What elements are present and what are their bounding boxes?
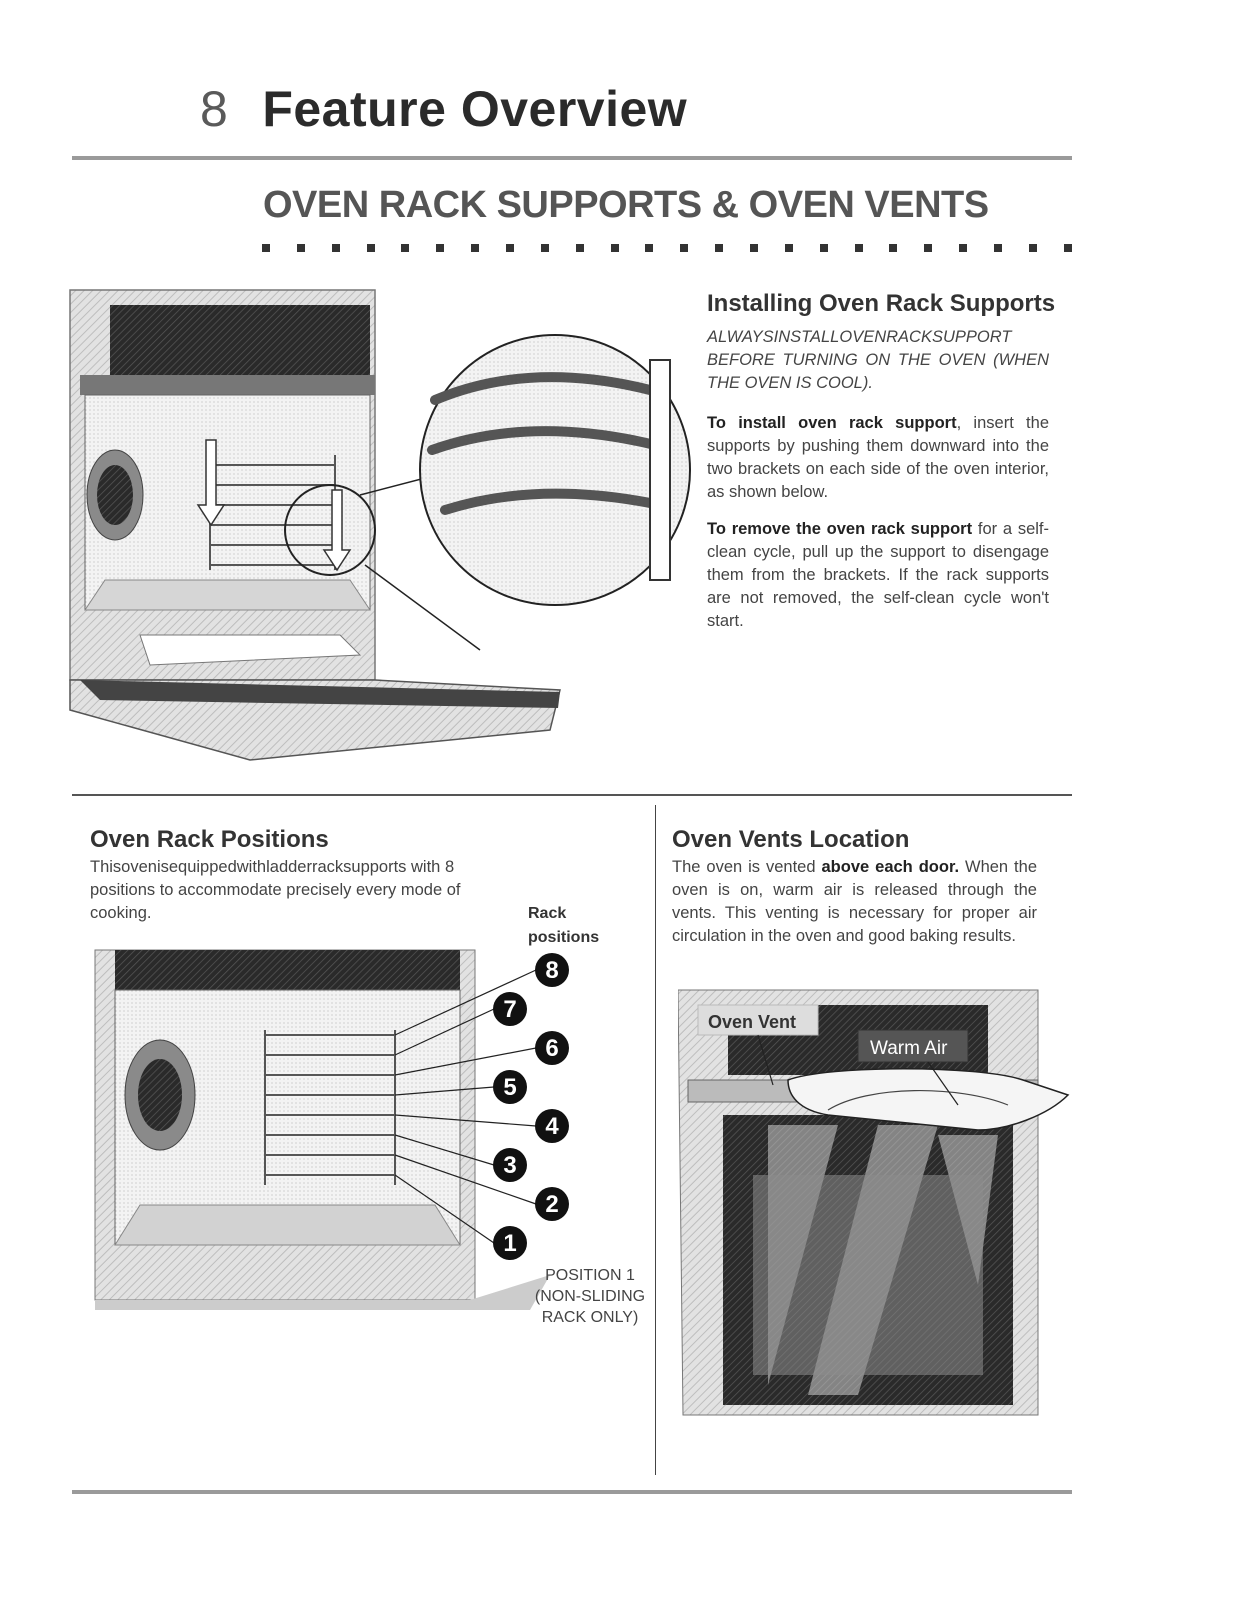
remove-paragraph: To remove the oven rack support for a se… xyxy=(707,518,1049,633)
middle-rule xyxy=(72,794,1072,796)
remove-bold: To remove the oven rack support xyxy=(707,520,973,538)
vents-heading: Oven Vents Location xyxy=(672,826,910,853)
bottom-rule xyxy=(72,1490,1072,1494)
install-rest: , insert the supports by pushing them do… xyxy=(707,414,1049,501)
vents-text-after: When the oven is on, warm air is release… xyxy=(672,858,1037,945)
position-leader-line xyxy=(394,1154,537,1205)
vents-text-bold: above each door. xyxy=(821,858,960,876)
position-number: 8 xyxy=(545,957,558,984)
position-marker-4: 4 xyxy=(535,1109,569,1143)
position-marker-3: 3 xyxy=(493,1148,527,1182)
position-marker-8: 8 xyxy=(535,953,569,987)
position-marker-6: 6 xyxy=(535,1031,569,1065)
position-number: 4 xyxy=(545,1113,559,1140)
note-line2: (NON-SLIDING xyxy=(534,1288,646,1305)
position-leader-line xyxy=(394,1008,495,1056)
rack-support-illustration xyxy=(69,289,691,761)
column-divider xyxy=(655,805,656,1475)
rack-label-line2: positions xyxy=(528,929,600,946)
oven-vent-illustration: Oven Vent Warm Air xyxy=(678,989,1070,1416)
position-number: 6 xyxy=(545,1035,558,1062)
position-leader-line xyxy=(394,1047,537,1076)
position-leader-line xyxy=(394,1114,537,1127)
vents-text-before: The oven is vented xyxy=(672,858,822,876)
position-leader-line xyxy=(394,1086,495,1096)
note-line1: POSITION 1 xyxy=(545,1267,635,1284)
dotted-divider xyxy=(262,244,1072,256)
position-number: 3 xyxy=(503,1152,516,1179)
rack-label-line1: Rack xyxy=(528,905,567,922)
section-title: OVEN RACK SUPPORTS & OVEN VENTS xyxy=(263,184,989,226)
position-number: 2 xyxy=(545,1191,558,1218)
position-number: 1 xyxy=(503,1230,516,1257)
position-number: 5 xyxy=(503,1074,516,1101)
install-heading: Installing Oven Rack Supports xyxy=(707,290,1056,317)
oven-vent-label: Oven Vent xyxy=(708,1012,796,1032)
rack-positions-illustration: 8 7 6 5 4 3 2 1 xyxy=(94,949,569,1310)
rack-positions-text: Thisovenisequippedwithladderracksupports… xyxy=(90,858,461,922)
position-1-note: POSITION 1 (NON-SLIDING RACK ONLY) xyxy=(520,1265,660,1328)
position-leader-line xyxy=(394,1174,495,1244)
position-leader-line xyxy=(394,1134,495,1166)
rack-positions-label: Rack positions xyxy=(528,902,599,950)
note-line3: RACK ONLY) xyxy=(541,1309,639,1326)
install-paragraph: To install oven rack support, insert the… xyxy=(707,412,1049,504)
position-marker-5: 5 xyxy=(493,1070,527,1104)
position-marker-2: 2 xyxy=(535,1187,569,1221)
vents-text: The oven is vented above each door. When… xyxy=(672,856,1037,948)
position-leader-line xyxy=(394,969,537,1036)
remove-rest: for a self-clean cycle, pull up the supp… xyxy=(707,520,1049,630)
position-marker-1: 1 xyxy=(493,1226,527,1260)
position-number: 7 xyxy=(503,996,516,1023)
chapter-title: Feature Overview xyxy=(262,81,688,137)
warm-air-label: Warm Air xyxy=(870,1038,948,1059)
top-rule xyxy=(72,156,1072,160)
install-bold: To install oven rack support xyxy=(707,414,957,432)
install-warning: ALWAYSINSTALLOVENRACKSUPPORT BEFORE TURN… xyxy=(707,328,1049,392)
chapter-number: 8 xyxy=(200,81,229,137)
rack-positions-heading: Oven Rack Positions xyxy=(90,826,329,853)
position-marker-7: 7 xyxy=(493,992,527,1026)
chapter-heading: 8 Feature Overview xyxy=(200,80,687,138)
